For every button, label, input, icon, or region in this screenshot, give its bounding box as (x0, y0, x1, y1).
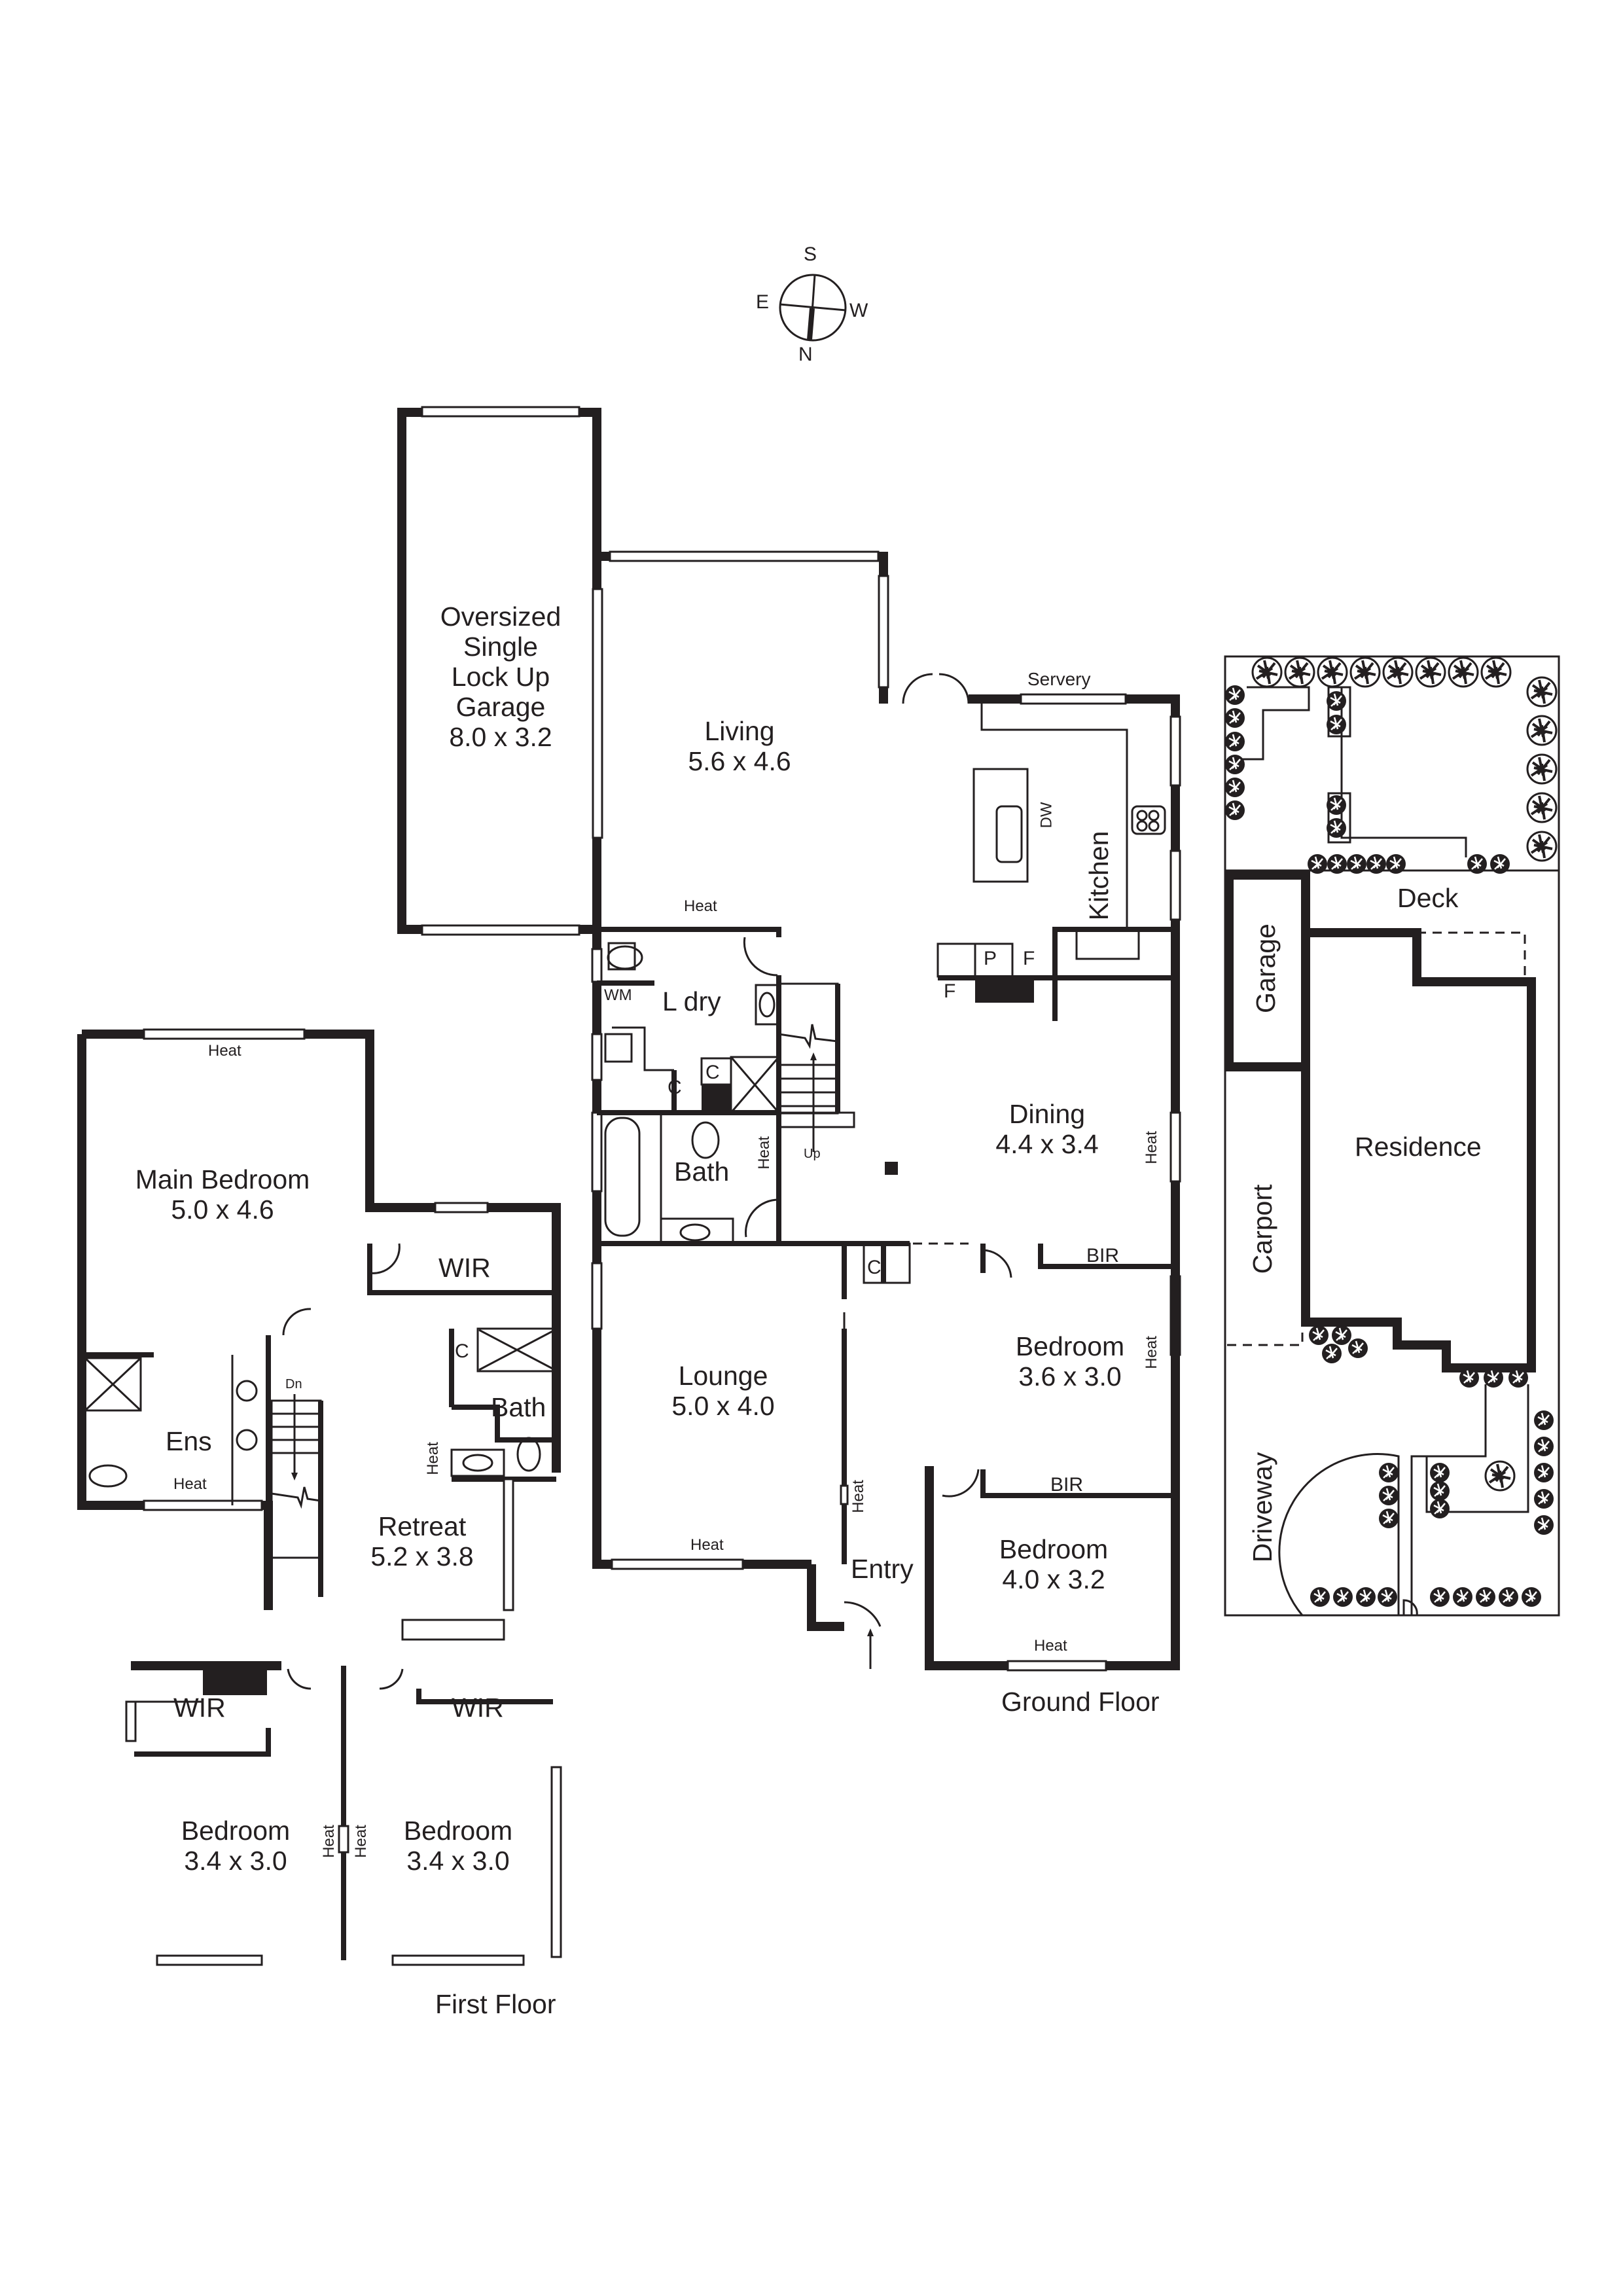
label-heat: Heat (208, 1042, 241, 1060)
label-heat: Heat (1034, 1637, 1067, 1655)
room-dimensions: 5.6 x 4.6 (688, 745, 791, 776)
room-dimensions: 3.6 x 3.0 (1018, 1361, 1122, 1391)
room-garage: Oversized Single Lock Up Garage 8.0 x 3.… (419, 601, 582, 753)
label-stairs-up: Up (804, 1147, 821, 1161)
room-wir-left: WIR (173, 1693, 226, 1723)
label-fridge: F (1023, 948, 1035, 969)
room-dimensions: 4.4 x 3.4 (995, 1128, 1099, 1159)
room-wir-right: WIR (452, 1693, 504, 1723)
room-name: Bedroom (1015, 1331, 1125, 1361)
ground-floor-title: Ground Floor (1001, 1687, 1160, 1717)
room-dimensions: 5.0 x 4.6 (171, 1194, 274, 1225)
room-bedroom-3: Bedroom 3.6 x 3.0 (1008, 1331, 1132, 1392)
label-bir: BIR (1050, 1474, 1084, 1496)
room-name: Oversized (440, 601, 562, 632)
label-heat: Heat (173, 1475, 207, 1493)
room-bath: Bath (674, 1157, 730, 1187)
label-kitchen: Kitchen (1084, 831, 1115, 921)
room-name: Bedroom (181, 1816, 291, 1846)
room-living: Living 5.6 x 4.6 (674, 716, 805, 777)
label-cupboard: C (455, 1340, 469, 1362)
room-retreat: Retreat 5.2 x 3.8 (357, 1511, 488, 1572)
room-name: Single (463, 631, 538, 662)
label-cupboard: C (867, 1257, 882, 1278)
label-cupboard: C (668, 1077, 682, 1098)
room-name: Garage (455, 691, 546, 722)
label-dishwasher: DW (1037, 802, 1056, 829)
site-label-driveway: Driveway (1247, 1452, 1278, 1563)
label-heat: Heat (423, 1442, 442, 1475)
room-laundry: L dry (662, 986, 721, 1016)
room-name: Living (704, 716, 775, 746)
label-heat: Heat (755, 1136, 773, 1170)
room-lounge: Lounge 5.0 x 4.0 (654, 1361, 792, 1422)
room-bedroom-left: Bedroom 3.4 x 3.0 (170, 1816, 301, 1876)
label-pantry: P (984, 948, 997, 969)
site-label-deck: Deck (1397, 883, 1459, 913)
label-stairs-down: Dn (285, 1377, 302, 1391)
compass-east-label: E (756, 291, 770, 313)
room-dimensions: 5.0 x 4.0 (671, 1390, 775, 1421)
label-heat: Heat (684, 897, 717, 915)
label-bir: BIR (1086, 1245, 1120, 1266)
room-name: Lock Up (451, 661, 550, 692)
label-heat: Heat (1142, 1131, 1160, 1164)
room-bedroom-2: Bedroom 4.0 x 3.2 (991, 1534, 1116, 1595)
room-name: Main Bedroom (135, 1164, 310, 1194)
room-wir-main: WIR (438, 1253, 491, 1283)
label-heat: Heat (1142, 1336, 1160, 1369)
room-name: Dining (1008, 1099, 1086, 1129)
site-label-garage: Garage (1251, 924, 1281, 1013)
room-dimensions: 3.4 x 3.0 (184, 1845, 287, 1876)
label-heat: Heat (849, 1480, 867, 1513)
room-dimensions: 3.4 x 3.0 (406, 1845, 510, 1876)
label-cupboard: C (705, 1062, 720, 1083)
label-heat: Heat (690, 1536, 724, 1554)
compass-west-label: W (849, 300, 868, 321)
compass-north-label: N (798, 344, 813, 365)
label-servery: Servery (1027, 669, 1091, 689)
room-dimensions: 8.0 x 3.2 (449, 721, 552, 752)
room-name: Bedroom (999, 1534, 1109, 1564)
room-dimensions: 4.0 x 3.2 (1002, 1564, 1105, 1594)
room-dimensions: 5.2 x 3.8 (370, 1541, 474, 1571)
compass-icon (779, 274, 847, 342)
room-name: Bedroom (403, 1816, 513, 1846)
site-label-residence: Residence (1355, 1132, 1482, 1162)
room-ensuite: Ens (166, 1426, 212, 1456)
room-bath-upper: Bath (491, 1392, 546, 1422)
first-floor-title: First Floor (435, 1989, 556, 2019)
site-label-carport: Carport (1247, 1184, 1278, 1274)
room-entry: Entry (851, 1554, 914, 1584)
room-bedroom-right: Bedroom 3.4 x 3.0 (393, 1816, 524, 1876)
compass-south-label: S (804, 243, 817, 265)
label-heat: Heat (351, 1825, 370, 1858)
room-main-bedroom: Main Bedroom 5.0 x 4.6 (124, 1164, 321, 1225)
room-name: Lounge (678, 1361, 768, 1391)
label-heat: Heat (319, 1825, 338, 1858)
room-name: Retreat (378, 1511, 467, 1541)
label-fridge: F (944, 980, 956, 1002)
label-washing-machine: WM (604, 986, 632, 1004)
room-dining: Dining 4.4 x 3.4 (975, 1099, 1119, 1160)
